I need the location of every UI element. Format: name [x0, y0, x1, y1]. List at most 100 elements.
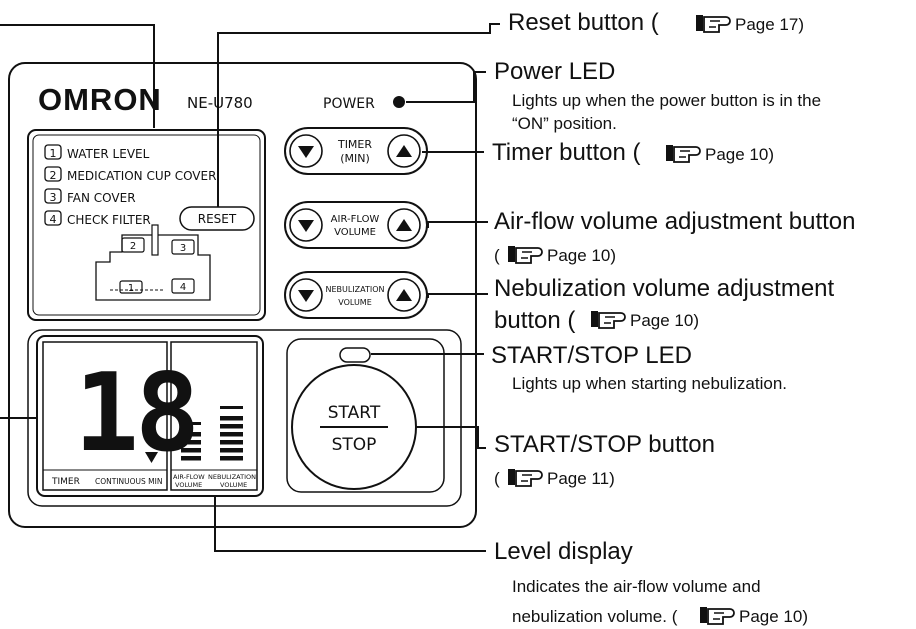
svg-text:Lights up when starting nebuli: Lights up when starting nebulization.	[512, 374, 787, 393]
svg-text:FAN COVER: FAN COVER	[67, 191, 136, 205]
power-led	[393, 96, 405, 108]
page-reference-icon	[699, 606, 735, 625]
svg-text:Indicates the air-flow volume: Indicates the air-flow volume and	[512, 577, 761, 596]
svg-text:AIR-FLOW: AIR-FLOW	[331, 214, 380, 225]
svg-text:Timer button (: Timer button (	[492, 139, 641, 166]
callout-power-led: Power LED Lights up when the power butto…	[494, 58, 821, 133]
brand-logo: OMRON	[38, 82, 162, 117]
svg-text:4: 4	[180, 282, 186, 293]
svg-text:Air-flow volume adjustment but: Air-flow volume adjustment button	[494, 208, 856, 235]
nebulization-level-bars	[220, 406, 243, 461]
airflow-level-top-marker	[181, 422, 201, 425]
svg-text:3: 3	[50, 191, 57, 204]
svg-text:Reset button (: Reset button (	[508, 9, 659, 36]
svg-text:TIMER: TIMER	[51, 477, 80, 487]
nebulization-level-segment	[220, 432, 243, 437]
start-stop-area	[286, 338, 445, 493]
callout-nebulization-button: Nebulization volume adjustment button ( …	[494, 275, 835, 334]
callout-timer-button: Timer button ( Page 10)	[492, 139, 774, 166]
callout-reset-button: Reset button ( Page 17)	[508, 9, 804, 36]
start-stop-led	[339, 347, 371, 363]
svg-text:START: START	[328, 403, 381, 423]
svg-text:VOLUME: VOLUME	[338, 298, 372, 307]
svg-text:Page 10): Page 10)	[705, 145, 774, 164]
svg-text:Power LED: Power LED	[494, 58, 615, 85]
svg-text:(: (	[494, 469, 500, 488]
nebulization-level-top-marker	[220, 406, 243, 409]
airflow-level-bars	[181, 422, 201, 461]
svg-text:2: 2	[50, 169, 57, 182]
reset-button[interactable]: RESET	[179, 206, 255, 231]
svg-text:(MIN): (MIN)	[340, 152, 370, 165]
alert-panel	[27, 129, 266, 321]
svg-text:Page 10): Page 10)	[739, 607, 808, 626]
svg-text:Page 10): Page 10)	[547, 246, 616, 265]
nebulization-level-segment	[220, 456, 243, 461]
svg-text:Level display: Level display	[494, 538, 633, 565]
svg-text:NEBULIZATION: NEBULIZATION	[325, 285, 384, 294]
callout-start-stop-led: START/STOP LED Lights up when starting n…	[491, 342, 787, 393]
svg-text:Page 10): Page 10)	[630, 311, 699, 330]
svg-text:2: 2	[130, 241, 136, 252]
svg-text:RESET: RESET	[198, 212, 237, 226]
svg-text:(: (	[494, 246, 500, 265]
airflow-volume-button[interactable]: AIR-FLOW VOLUME	[284, 201, 428, 249]
svg-text:VOLUME: VOLUME	[220, 481, 247, 489]
page-reference-icon	[507, 245, 543, 264]
svg-text:“ON” position.: “ON” position.	[512, 114, 617, 133]
up-arrow-icon	[396, 219, 412, 231]
timer-button[interactable]: TIMER (MIN)	[284, 127, 428, 175]
svg-text:STOP: STOP	[332, 435, 377, 455]
svg-text:CHECK FILTER: CHECK FILTER	[67, 213, 151, 227]
svg-text:START/STOP button: START/STOP button	[494, 431, 715, 458]
up-arrow-icon	[396, 145, 412, 157]
svg-text:nebulization volume. (: nebulization volume. (	[512, 607, 678, 626]
timer-digits: 18	[74, 351, 196, 476]
airflow-level-segment	[181, 456, 201, 461]
svg-text:NEBULIZATION: NEBULIZATION	[208, 473, 256, 481]
page-reference-icon	[695, 14, 731, 33]
svg-text:Lights up when the power butto: Lights up when the power button is in th…	[512, 91, 821, 110]
nebulization-level-segment	[220, 440, 243, 445]
down-arrow-icon	[298, 146, 314, 158]
svg-text:1: 1	[128, 283, 134, 294]
power-label: POWER	[323, 96, 375, 112]
continuous-indicator-icon	[145, 452, 158, 463]
device-schematic-icon: 2 3 1 4	[95, 224, 211, 301]
svg-text:Page 17): Page 17)	[735, 15, 804, 34]
callout-airflow-button: Air-flow volume adjustment button ( Page…	[494, 208, 856, 265]
svg-text:CONTINUOUS MIN: CONTINUOUS MIN	[95, 477, 162, 486]
page-reference-icon	[507, 468, 543, 487]
airflow-level-segment	[181, 448, 201, 453]
airflow-level-segment	[181, 432, 201, 437]
alert-item-fan-cover: 3 FAN COVER	[44, 188, 136, 205]
alert-item-medication-cup-cover: 2 MEDICATION CUP COVER	[44, 166, 216, 183]
airflow-level-segment	[181, 440, 201, 445]
svg-text:VOLUME: VOLUME	[334, 227, 376, 238]
alert-item-water-level: 1 WATER LEVEL	[44, 144, 150, 161]
model-label: NE-U780	[187, 94, 253, 112]
callout-level-display: Level display Indicates the air-flow vol…	[494, 538, 808, 626]
svg-text:button (: button (	[494, 307, 575, 334]
lcd-display: 18 TIMER CONTINUOUS MIN AIR-FLOW VOLUME …	[36, 335, 264, 497]
down-arrow-icon	[298, 220, 314, 232]
nebulization-volume-button[interactable]: NEBULIZATION VOLUME	[284, 271, 428, 319]
svg-text:Nebulization volume adjustment: Nebulization volume adjustment	[494, 275, 835, 302]
svg-text:TIMER: TIMER	[337, 138, 372, 151]
start-stop-button[interactable]: START STOP	[291, 364, 417, 490]
nebulization-level-segment	[220, 416, 243, 421]
nebulization-level-segment	[220, 448, 243, 453]
callout-start-stop-button: START/STOP button ( Page 11)	[494, 431, 715, 488]
alert-item-check-filter: 4 CHECK FILTER	[44, 210, 151, 227]
svg-text:VOLUME: VOLUME	[175, 481, 202, 489]
svg-text:Page 11): Page 11)	[547, 469, 615, 488]
svg-text:1: 1	[50, 147, 57, 160]
svg-text:MEDICATION CUP COVER: MEDICATION CUP COVER	[67, 169, 216, 183]
svg-text:WATER LEVEL: WATER LEVEL	[67, 147, 150, 161]
down-arrow-icon	[298, 290, 314, 302]
nebulization-level-segment	[220, 424, 243, 429]
svg-text:START/STOP LED: START/STOP LED	[491, 342, 692, 369]
page-reference-icon	[665, 144, 701, 163]
svg-text:AIR-FLOW: AIR-FLOW	[173, 473, 205, 481]
